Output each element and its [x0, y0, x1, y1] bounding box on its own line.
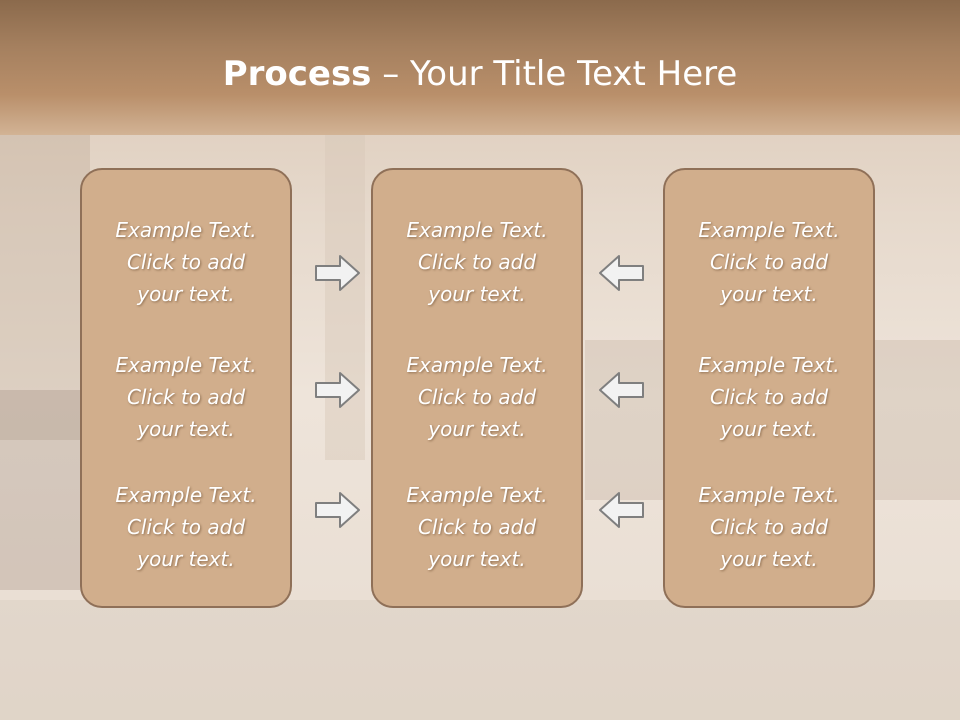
arrow-left-icon: [597, 490, 645, 530]
text-placeholder[interactable]: Example Text. Click to add your text.: [115, 353, 257, 441]
arrow-right-icon: [314, 253, 362, 293]
text-placeholder[interactable]: Example Text. Click to add your text.: [115, 483, 257, 571]
text-placeholder[interactable]: Example Text. Click to add your text.: [698, 353, 840, 441]
center-panel[interactable]: Example Text. Click to add your text. Ex…: [371, 168, 583, 608]
background-wall: [0, 130, 90, 440]
arrow-right-icon: [314, 490, 362, 530]
arrow-left-icon: [597, 370, 645, 410]
left-panel[interactable]: Example Text. Click to add your text. Ex…: [80, 168, 292, 608]
slide-title[interactable]: Process – Your Title Text Here: [0, 50, 960, 98]
right-panel[interactable]: Example Text. Click to add your text. Ex…: [663, 168, 875, 608]
text-placeholder[interactable]: Example Text. Click to add your text.: [406, 218, 548, 306]
arrow-left-icon: [597, 253, 645, 293]
text-placeholder[interactable]: Example Text. Click to add your text.: [406, 353, 548, 441]
title-bold: Process: [222, 54, 372, 94]
title-bar: Process – Your Title Text Here: [0, 0, 960, 135]
text-placeholder[interactable]: Example Text. Click to add your text.: [406, 483, 548, 571]
background-column: [325, 130, 365, 460]
text-placeholder[interactable]: Example Text. Click to add your text.: [698, 218, 840, 306]
text-placeholder[interactable]: Example Text. Click to add your text.: [698, 483, 840, 571]
title-rest: – Your Title Text Here: [371, 54, 738, 94]
background-floor: [0, 600, 960, 720]
arrow-right-icon: [314, 370, 362, 410]
text-placeholder[interactable]: Example Text. Click to add your text.: [115, 218, 257, 306]
background-cabinet: [0, 390, 80, 590]
